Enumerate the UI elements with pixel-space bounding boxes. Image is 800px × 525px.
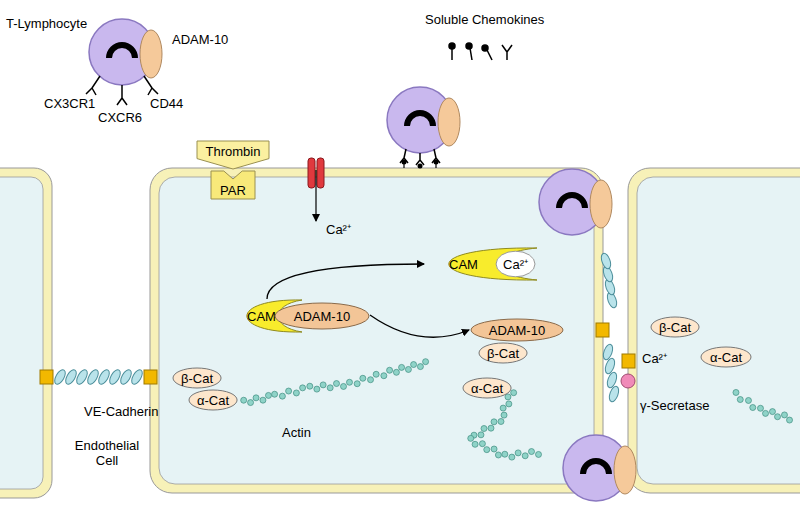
endothelial-cell-membrane [150, 168, 603, 493]
cadherin-anchor [40, 370, 53, 384]
node-label: α-Cat [197, 393, 229, 408]
node-label: α-Cat [710, 350, 742, 365]
soluble-chemokines [449, 43, 512, 60]
annotation-label: T-Lymphocyte [6, 16, 87, 31]
cadherin-anchor [622, 354, 635, 368]
cytoplasm [0, 177, 43, 489]
alpha-catenin: α-Cat [462, 377, 512, 399]
t-lymphocyte [387, 87, 460, 153]
node-label: ADAM-10 [489, 323, 545, 338]
gamma-secretase [621, 374, 635, 388]
translocation-arrow [267, 264, 424, 299]
node-label: Thrombin [206, 144, 261, 159]
alpha-catenin: α-Cat [700, 346, 752, 368]
t-lymphocyte [539, 169, 612, 235]
cytoplasm [637, 177, 800, 484]
annotation-label: ADAM-10 [172, 32, 228, 47]
calcium-channel [317, 158, 324, 188]
annotation-label: CD44 [150, 96, 183, 111]
ve-cadherin-repeats [53, 252, 621, 403]
annotation-label: Ca²⁺ [326, 222, 351, 237]
cadherin-anchor [596, 323, 609, 337]
node-label: β-Cat [181, 371, 213, 386]
translocation-arrow [370, 315, 469, 337]
endothelial-cell-left [0, 168, 52, 498]
node-label: CAM [449, 257, 478, 272]
calmodulin-calcium: CAM Ca²⁺ [425, 248, 537, 280]
annotation-label: CXCR6 [98, 110, 142, 125]
cadherin-anchor [144, 370, 157, 384]
node-label: Ca²⁺ [503, 257, 528, 272]
annotation-label: Actin [282, 425, 311, 440]
annotation-label: Soluble Chemokines [425, 12, 544, 27]
node-label: β-Cat [659, 320, 691, 335]
adam10-protein: ADAM-10 [274, 302, 370, 330]
alpha-catenin: α-Cat [188, 389, 238, 411]
t-lymphocyte [89, 19, 162, 85]
node-label: α-Cat [471, 381, 503, 396]
annotation-label: VE-Cadherin [84, 404, 158, 419]
beta-catenin: β-Cat [650, 316, 700, 338]
beta-catenin: β-Cat [172, 367, 222, 389]
bound-chemokines [402, 160, 439, 169]
node-label: Endothelial Cell [70, 438, 144, 468]
endothelial-cell-right [628, 168, 800, 493]
annotation-label: CX3CR1 [44, 96, 95, 111]
beta-catenin: β-Cat [478, 342, 528, 364]
node-label: CAM [247, 309, 276, 324]
cytoplasm [159, 177, 594, 484]
annotation-label: Ca²⁺ [642, 351, 667, 366]
t-lymphocyte [563, 435, 636, 501]
thrombin-ligand: Thrombin [196, 140, 270, 170]
endothelial-cell: Endothelial CellCAMCa²⁺CAMADAM-10ADAM-10… [150, 168, 603, 493]
calcium-influx-arrow [315, 170, 316, 221]
actin-filaments [241, 359, 793, 460]
par-receptor: PAR [210, 170, 256, 200]
node-label: ADAM-10 [294, 309, 350, 324]
adam10-protein: ADAM-10 [470, 318, 564, 342]
node-label: PAR [220, 183, 246, 198]
node-label: β-Cat [487, 346, 519, 361]
annotation-label: γ-Secretase [640, 398, 709, 413]
calcium-channel [308, 158, 315, 188]
